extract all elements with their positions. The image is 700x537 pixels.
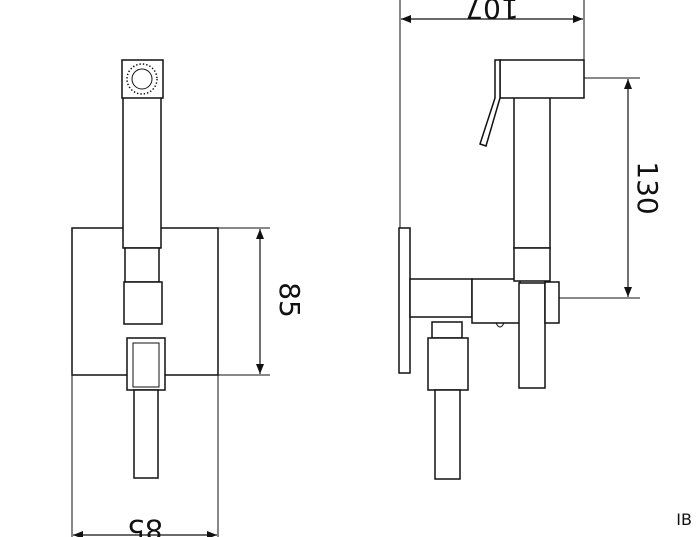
side-valve-nut	[427, 337, 469, 391]
dimension-depth: 107	[465, 0, 518, 25]
dimension-plate-height: 85	[273, 282, 306, 318]
dimension-holder-height: 130	[631, 161, 664, 214]
side-hose	[434, 389, 461, 480]
side-trigger-lever	[479, 59, 501, 147]
front-holder-neck	[124, 247, 160, 283]
front-holder-body	[123, 281, 163, 325]
side-holder-block	[471, 278, 521, 324]
side-wall-plate	[398, 227, 411, 374]
front-view	[71, 59, 270, 537]
spray-nozzle-icon	[126, 63, 158, 95]
dimension-plate-width: 85	[127, 513, 163, 537]
front-hose	[133, 389, 159, 479]
side-view	[398, 0, 640, 480]
front-shower-handle	[122, 96, 162, 249]
brand-logo: IB	[676, 510, 692, 529]
side-valve-body	[409, 278, 473, 318]
side-valve-outlet	[431, 321, 463, 339]
side-holder-cap	[544, 281, 560, 324]
side-holder-clip	[518, 282, 546, 389]
side-shower-head	[499, 59, 585, 99]
side-handle-neck	[513, 247, 551, 282]
side-shower-handle	[513, 96, 551, 249]
